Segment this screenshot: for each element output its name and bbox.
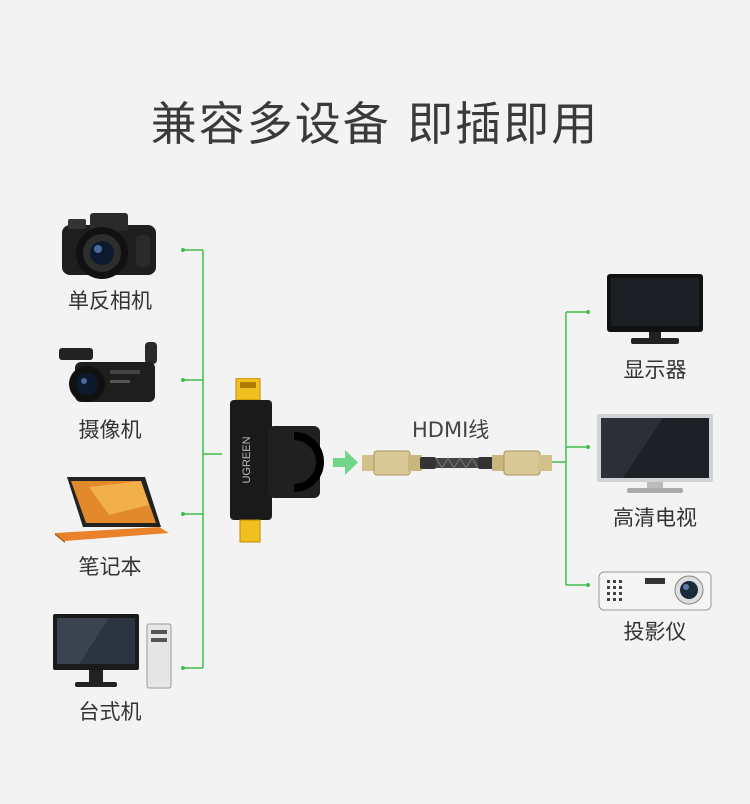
desktop-computer-icon — [53, 614, 172, 689]
arrow-right-icon — [333, 450, 358, 475]
cable-label: HDMI线 — [412, 418, 490, 442]
page-title: 兼容多设备 即插即用 — [150, 97, 600, 151]
monitor-icon — [607, 274, 703, 344]
hdmi-adapter-icon: UGREEN — [230, 378, 324, 543]
camcorder-icon — [59, 342, 157, 402]
device-projector: 投影仪 — [590, 560, 720, 670]
device-label: 显示器 — [623, 358, 687, 382]
device-desktop: 台式机 — [45, 612, 175, 727]
hdmi-cable-icon — [362, 450, 552, 476]
device-monitor: 显示器 — [590, 270, 720, 382]
dslr-camera-icon — [62, 213, 156, 279]
laptop-icon — [55, 477, 169, 543]
device-camcorder: 摄像机 — [45, 340, 175, 450]
brand-logo: UGREEN — [241, 436, 253, 483]
device-label: 高清电视 — [613, 506, 697, 530]
device-hdtv: 高清电视 — [590, 412, 720, 532]
device-laptop: 笔记本 — [45, 475, 175, 580]
device-label: 单反相机 — [68, 289, 152, 313]
device-label: 台式机 — [78, 700, 142, 724]
projector-icon — [598, 571, 712, 611]
device-label: 摄像机 — [78, 418, 142, 442]
device-label: 投影仪 — [623, 620, 687, 644]
device-dslr-camera: 单反相机 — [45, 205, 175, 315]
device-label: 笔记本 — [78, 555, 142, 579]
hdtv-icon — [597, 414, 713, 493]
